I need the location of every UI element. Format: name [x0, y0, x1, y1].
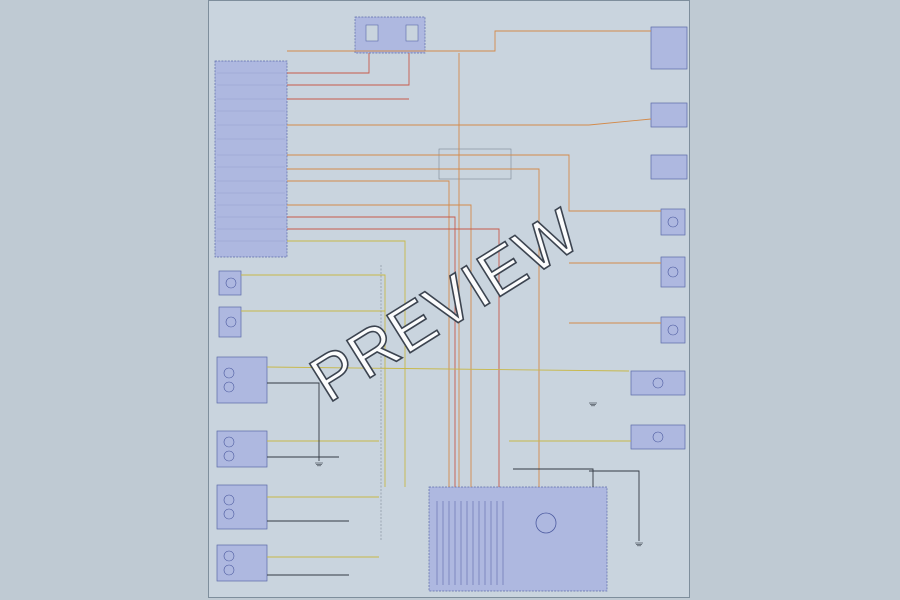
wire-red-4	[287, 216, 456, 487]
bulb-icon-5a	[223, 494, 235, 506]
fuse-b	[405, 24, 419, 42]
left-lamp-3	[216, 356, 268, 404]
right-bulb-icon-5	[667, 266, 679, 278]
right-lamp-8	[630, 424, 686, 450]
bulb-icon-3b	[223, 381, 235, 393]
right-lamp-1	[650, 26, 688, 70]
right-lamp-4	[660, 208, 686, 236]
control-module-left	[214, 60, 288, 258]
wire-orange-5	[287, 180, 450, 487]
left-lamp-components	[216, 270, 268, 582]
right-bulb-icon-6	[667, 324, 679, 336]
headlamp-switch-module	[428, 486, 608, 592]
ground-icon-2	[635, 542, 643, 547]
right-bulb-icon-8	[652, 431, 664, 443]
wire-red-5	[287, 228, 500, 487]
wire-yellow-3	[266, 366, 630, 372]
fuse-a	[365, 24, 379, 42]
bulb-icon-3a	[223, 367, 235, 379]
wire-orange-6	[287, 204, 472, 487]
bulb-icon-2a	[225, 316, 237, 328]
wire-black-1	[267, 382, 320, 461]
wire-yellow-1	[241, 274, 386, 487]
right-lamp-6	[660, 316, 686, 344]
left-lamp-4	[216, 430, 268, 468]
left-lamp-1	[218, 270, 242, 296]
wire-black-5	[513, 468, 594, 487]
ground-icon-1	[315, 462, 323, 467]
right-lamp-components	[630, 26, 688, 450]
wiring-diagram	[214, 16, 688, 592]
ground-points	[315, 402, 643, 547]
right-bulb-icon-7	[652, 377, 664, 389]
right-lamp-2	[650, 102, 688, 128]
right-bulb-icon-4	[667, 216, 679, 228]
bulb-icon-1a	[225, 277, 237, 289]
left-lamp-6	[216, 544, 268, 582]
right-lamp-7	[630, 370, 686, 396]
schematic-sheet	[208, 0, 690, 598]
bulb-icon-4a	[223, 436, 235, 448]
wire-orange-1	[287, 30, 589, 52]
bulb-icon-4b	[223, 450, 235, 462]
bulb-icon-6a	[223, 550, 235, 562]
right-lamp-5	[660, 256, 686, 288]
control-module-pin-rows	[217, 72, 285, 242]
wire-red-1	[287, 53, 370, 74]
wire-orange-4	[287, 168, 540, 487]
wire-red-2	[287, 53, 410, 86]
wire-harness	[241, 30, 661, 576]
ground-icon-3	[589, 402, 597, 407]
left-lamp-5	[216, 484, 268, 530]
bulb-icon-5b	[223, 508, 235, 520]
wire-yellow-7	[287, 240, 406, 487]
splice-pack-box	[438, 148, 512, 180]
switch-dial-icon	[535, 512, 557, 534]
right-lamp-3	[650, 154, 688, 180]
wire-black-6	[589, 470, 640, 541]
bulb-icon-6b	[223, 564, 235, 576]
left-lamp-2	[218, 306, 242, 338]
wire-orange-9	[588, 118, 652, 126]
wire-orange-3	[287, 154, 661, 212]
